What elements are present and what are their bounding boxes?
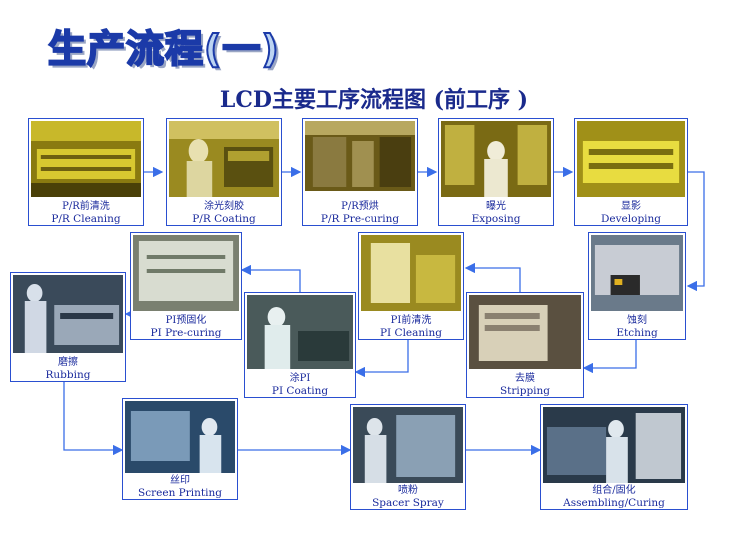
pi-precuring-photo: [133, 235, 239, 311]
exposing-photo: [441, 121, 551, 197]
pi-cleaning-photo: [361, 235, 461, 311]
step-en-label: Screen Printing: [138, 487, 222, 499]
step-en-label: Rubbing: [45, 369, 91, 381]
step-en-label: P/R Cleaning: [51, 213, 121, 225]
step-en-label: Stripping: [499, 385, 551, 397]
step-en-label: Developing: [600, 213, 662, 225]
page-title: 生产流程(一): [47, 26, 280, 72]
step-en-label: P/R Coating: [192, 213, 256, 225]
step-zh-label: P/R预烘: [341, 201, 379, 212]
arrow-8-9: [354, 340, 409, 378]
assembling-curing-photo: [543, 407, 685, 483]
step-zh-label: PI预固化: [165, 315, 207, 326]
developing-photo: [577, 121, 685, 197]
step-en-label: PI Cleaning: [379, 327, 443, 339]
step-zh-label: 喷粉: [398, 485, 418, 496]
step-zh-label: PI前清洗: [390, 315, 432, 326]
step-zh-label: 丝印: [170, 475, 190, 486]
stripping-photo: [469, 295, 581, 369]
arrow-6-7: [582, 340, 637, 374]
arrow-7-8: [464, 262, 521, 292]
step-zh-label: 磨擦: [58, 357, 78, 368]
rubbing-photo: [13, 275, 123, 353]
step-zh-label: 去膜: [515, 373, 535, 384]
screen-printing-photo: [125, 401, 235, 473]
pr-precuring-photo: [305, 121, 415, 191]
step-zh-label: 组合/固化: [592, 485, 636, 496]
pi-coating-photo: [247, 295, 353, 369]
step-zh-label: 显影: [621, 201, 641, 212]
arrow-9-10: [240, 264, 301, 292]
step-zh-label: 蚀刻: [627, 315, 647, 326]
step-zh-label: 涂光刻胶: [204, 201, 244, 212]
step-zh-label: 曝光: [486, 201, 506, 212]
step-en-label: Etching: [616, 327, 658, 339]
arrow-11-12: [63, 382, 124, 456]
step-en-label: Spacer Spray: [372, 497, 444, 509]
diagram-subtitle: LCD主要工序流程图 (前工序 ): [219, 87, 529, 113]
pr-cleaning-photo: [31, 121, 141, 197]
step-en-label: PI Coating: [271, 385, 329, 397]
step-en-label: P/R Pre-curing: [320, 213, 400, 225]
step-zh-label: P/R前清洗: [62, 201, 110, 212]
spacer-spray-photo: [353, 407, 463, 483]
step-zh-label: 涂PI: [289, 373, 311, 384]
arrow-5-6: [686, 171, 705, 292]
step-en-label: Assembling/Curing: [563, 497, 665, 509]
step-en-label: Exposing: [471, 213, 521, 225]
step-en-label: PI Pre-curing: [150, 327, 222, 339]
etching-photo: [591, 235, 683, 311]
pr-coating-photo: [169, 121, 279, 197]
